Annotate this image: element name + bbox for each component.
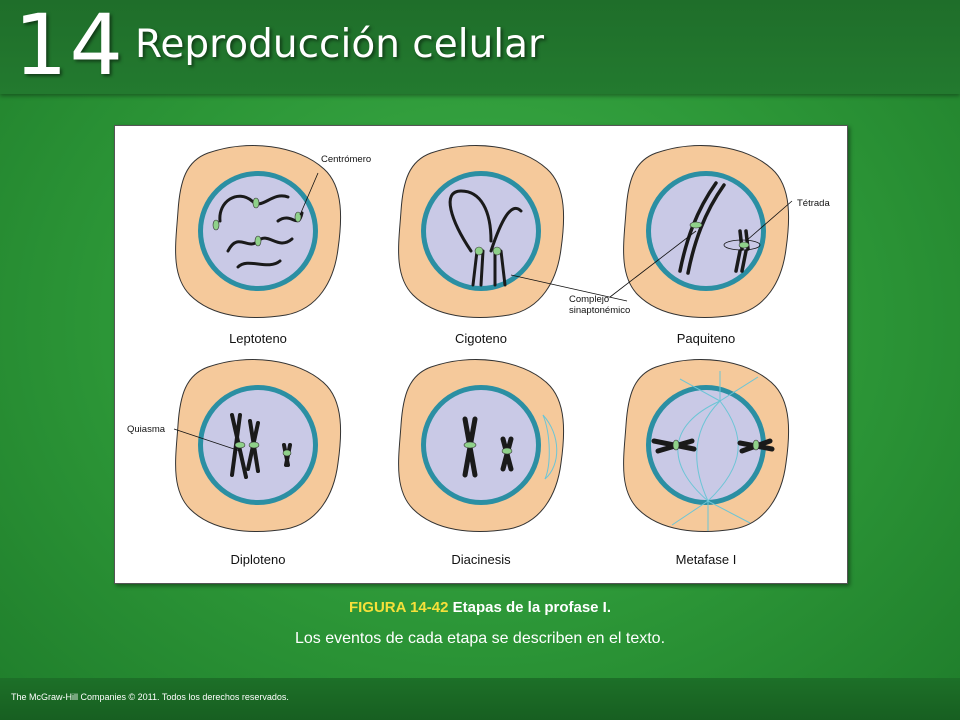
stage-label-cigoteno: Cigoteno [454, 331, 508, 346]
callout-centromere: Centrómero [321, 154, 372, 165]
footer-band [0, 678, 960, 720]
callout-synaptonemal: Complejo sinaptonémico [569, 294, 630, 316]
callout-synaptonemal-line1: Complejo [569, 294, 610, 305]
cell-diacinesis [398, 359, 565, 533]
cell-leptoteno [175, 145, 342, 319]
figure-panel: Centrómero Tétrada Complejo sinaptonémic… [114, 125, 848, 584]
callout-synaptonemal-line2: sinaptonémico [569, 305, 631, 316]
figure-caption-description: Los eventos de cada etapa se describen e… [294, 630, 666, 647]
figure-caption-title: FIGURA 14-42 Etapas de la profase I. [0, 599, 960, 616]
stage-label-diploteno: Diploteno [230, 552, 286, 567]
copyright-text: The McGraw-Hill Companies © 2011. Todos … [11, 692, 289, 702]
header-band: 14 Reproducción celular [0, 0, 960, 94]
figure-title: Etapas de la profase I. [452, 599, 612, 616]
stage-label-metafase-i: Metafase I [675, 552, 737, 567]
stage-label-leptoteno: Leptoteno [229, 331, 287, 346]
chapter-number: 14 [14, 0, 125, 94]
cell-cigoteno [398, 145, 628, 319]
meiosis-diagram [173, 145, 793, 533]
callout-chiasma: Quiasma [127, 424, 166, 435]
stage-label-paquiteno: Paquiteno [676, 331, 736, 346]
cell-paquiteno [609, 145, 793, 319]
figure-ref: FIGURA 14-42 [348, 599, 449, 616]
cell-metafase-i [623, 359, 790, 533]
cell-diploteno [173, 359, 342, 533]
stage-label-diacinesis: Diacinesis [451, 552, 511, 567]
chapter-title: Reproducción celular [135, 22, 545, 67]
callout-tetrad: Tétrada [797, 198, 830, 209]
